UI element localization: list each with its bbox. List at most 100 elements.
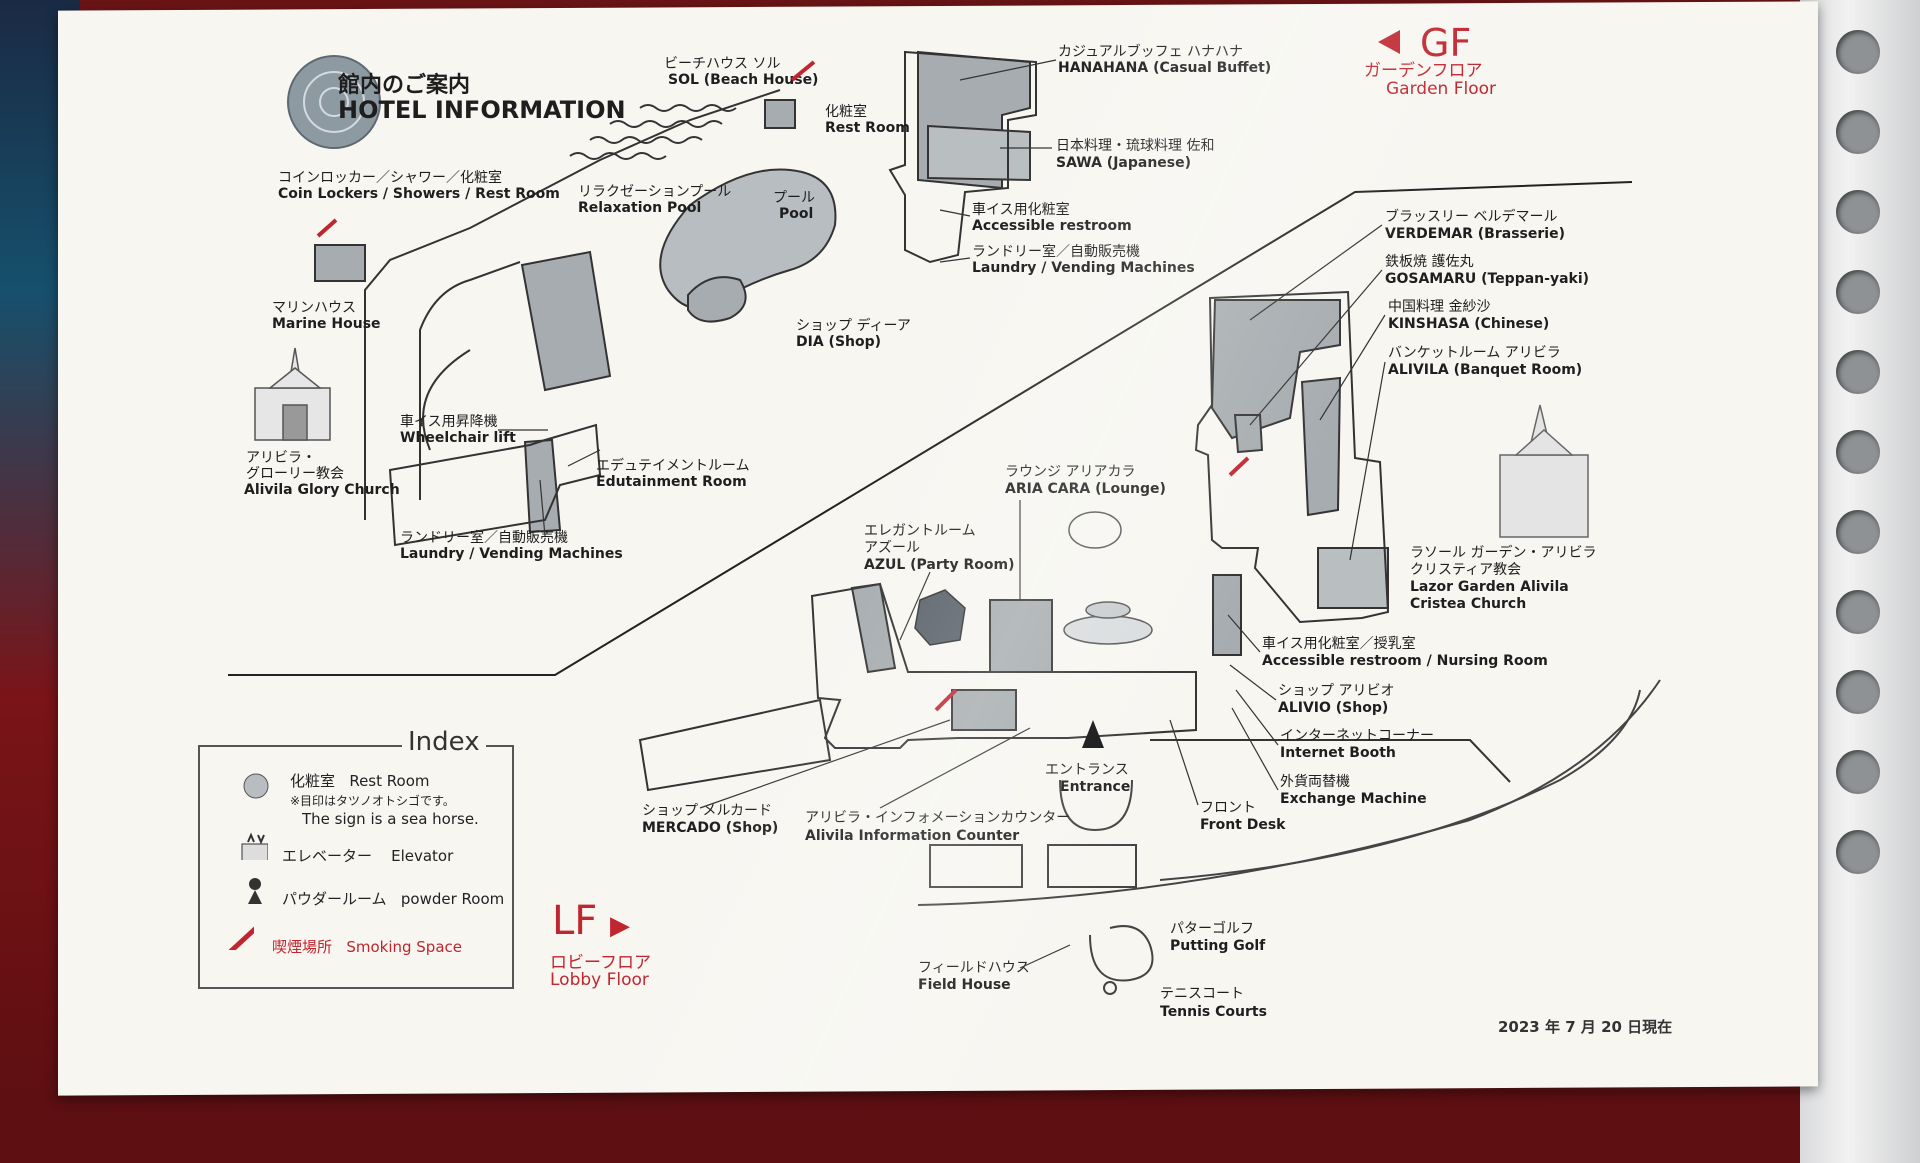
wheelchair-en: Wheelchair lift xyxy=(400,430,516,446)
lf-jp: ロビーフロア xyxy=(550,953,651,973)
aria-en: ARIA CARA (Lounge) xyxy=(1005,481,1166,497)
smoking-space-icon xyxy=(228,926,254,950)
lf-roads xyxy=(917,679,1661,995)
binder-hole xyxy=(1836,30,1880,74)
hotel-logo xyxy=(287,55,381,149)
glory-church-illustration xyxy=(254,347,331,441)
info-en: Alivila Information Counter xyxy=(805,828,1019,844)
lazor-jp2: クリスティア教会 xyxy=(1410,562,1521,578)
index-smoking: 喫煙場所 Smoking Space xyxy=(272,936,462,957)
cristea-church-illustration xyxy=(1499,404,1589,538)
title-en: HOTEL INFORMATION xyxy=(338,96,626,124)
background-bottom xyxy=(0,1090,1920,1163)
dia-jp: ショップ ディーア xyxy=(796,317,911,334)
nursing-en: Accessible restroom / Nursing Room xyxy=(1262,653,1548,669)
relaxation-pool-shape xyxy=(687,276,747,323)
index-title: Index xyxy=(402,727,486,757)
accessible-gf-en: Accessible restroom xyxy=(972,218,1132,234)
binder-hole xyxy=(1836,350,1880,394)
banquet-en: ALIVILA (Banquet Room) xyxy=(1388,362,1582,378)
gf-rooms xyxy=(314,50,1031,534)
church-jp2: グローリー教会 xyxy=(246,466,344,482)
front-jp: フロント xyxy=(1200,800,1256,816)
azul-en: AZUL (Party Room) xyxy=(864,557,1014,573)
relax-pool-en: Relaxation Pool xyxy=(578,200,701,216)
gf-restroom-jp: 化粧室 xyxy=(825,103,867,120)
date-note: 2023 年 7 月 20 日現在 xyxy=(1498,1018,1673,1036)
front-en: Front Desk xyxy=(1200,817,1286,833)
sawa-room xyxy=(927,124,1031,182)
gf-jp: ガーデンフロア xyxy=(1364,60,1483,81)
info-jp: アリビラ・インフォメーションカウンター xyxy=(805,810,1070,826)
mercado-room xyxy=(951,689,1017,731)
index-powder-jp: パウダールーム xyxy=(282,890,387,908)
gf-floor-label: GF ガーデンフロア Garden Floor xyxy=(1364,21,1496,99)
lf-code: LF xyxy=(552,898,598,944)
mercado-jp: ショップ メルカード xyxy=(642,803,772,819)
binder-hole xyxy=(1836,510,1880,554)
binder-ring-strip xyxy=(1800,0,1920,1163)
internet-en: Internet Booth xyxy=(1280,745,1396,761)
binder-hole xyxy=(1836,270,1880,314)
title-jp: 館内のご案内 xyxy=(338,72,470,98)
index-elevator: エレベーター Elevator xyxy=(282,845,453,866)
lockers-jp: コインロッカー／シャワー／化粧室 xyxy=(278,169,502,186)
tennis-jp: テニスコート xyxy=(1160,986,1244,1002)
sea-waves xyxy=(569,104,737,160)
laundry-gf-en: Laundry / Vending Machines xyxy=(972,260,1195,276)
verdemar-jp: ブラッスリー ベルデマール xyxy=(1385,208,1557,225)
smoking-icon xyxy=(790,60,816,82)
floor-divider-line xyxy=(228,181,1633,676)
dia-en: DIA (Shop) xyxy=(796,334,881,350)
azul-jp2: アズール xyxy=(864,540,920,556)
lazor-jp1: ラソール ガーデン・アリビラ xyxy=(1410,544,1596,561)
gosamaru-en: GOSAMARU (Teppan-yaki) xyxy=(1385,271,1589,287)
powder-room-icon xyxy=(248,878,262,904)
internet-jp: インターネットコーナー xyxy=(1280,728,1434,744)
edutainment-en: Edutainment Room xyxy=(596,474,747,490)
index-powder: パウダールーム powder Room xyxy=(282,888,504,909)
index-restroom-note-en: The sign is a sea horse. xyxy=(302,810,479,828)
field-jp: フィールドハウス xyxy=(918,960,1030,976)
index-box xyxy=(198,745,514,989)
gosamaru-jp: 鉄板焼 護佐丸 xyxy=(1385,254,1473,270)
binder-hole xyxy=(1836,670,1880,714)
sawa-jp: 日本料理・琉球料理 佐和 xyxy=(1056,138,1214,154)
smoking-icon xyxy=(1228,456,1250,477)
smoking-icon xyxy=(934,688,958,712)
lazor-en2: Cristea Church xyxy=(1410,596,1526,612)
exchange-jp: 外貨両替機 xyxy=(1280,773,1350,790)
nursing-jp: 車イス用化粧室／授乳室 xyxy=(1262,635,1416,652)
kinshasa-en: KINSHASA (Chinese) xyxy=(1388,316,1549,332)
index-restroom-en: Rest Room xyxy=(349,772,430,790)
verdemar-en: VERDEMAR (Brasserie) xyxy=(1385,226,1565,242)
pool-shape xyxy=(659,168,837,309)
elevator-icon xyxy=(241,832,268,860)
leader-lines xyxy=(498,59,1386,969)
beach-house-room xyxy=(764,99,796,129)
wheelchair-jp: 車イス用昇降機 xyxy=(400,413,498,430)
entrance-jp: エントランス xyxy=(1045,762,1129,778)
church-jp1: アリビラ・ xyxy=(246,450,316,466)
index-restroom-note-jp: ※目印はタツノオトシゴです。 xyxy=(290,794,455,808)
lift-corridor xyxy=(523,438,562,534)
gf-code: GF xyxy=(1420,21,1471,65)
beach-house-jp: ビーチハウス ソル xyxy=(664,56,780,72)
lf-arrow-icon: ▶ xyxy=(610,911,631,941)
binder-hole xyxy=(1836,590,1880,634)
binder-hole xyxy=(1836,430,1880,474)
binder-hole xyxy=(1836,750,1880,794)
lockers-en: Coin Lockers / Showers / Rest Room xyxy=(278,186,560,202)
edutainment-jp: エデュテイメントルーム xyxy=(596,457,750,474)
verdemar-room xyxy=(1210,299,1341,440)
sawa-en: SAWA (Japanese) xyxy=(1056,155,1191,171)
index-restroom-jp: 化粧室 xyxy=(290,772,336,790)
putting-jp: パターゴルフ xyxy=(1170,920,1254,937)
lf-code-wrap: LF ▶ xyxy=(552,898,630,944)
relax-pool-jp: リラクゼーションプール xyxy=(578,184,731,200)
laundry-gf-jp: ランドリー室／自動販売機 xyxy=(972,243,1140,260)
pool-jp: プール xyxy=(773,190,815,206)
smoking-icon xyxy=(316,218,338,238)
gf-en: Garden Floor xyxy=(1386,79,1496,99)
